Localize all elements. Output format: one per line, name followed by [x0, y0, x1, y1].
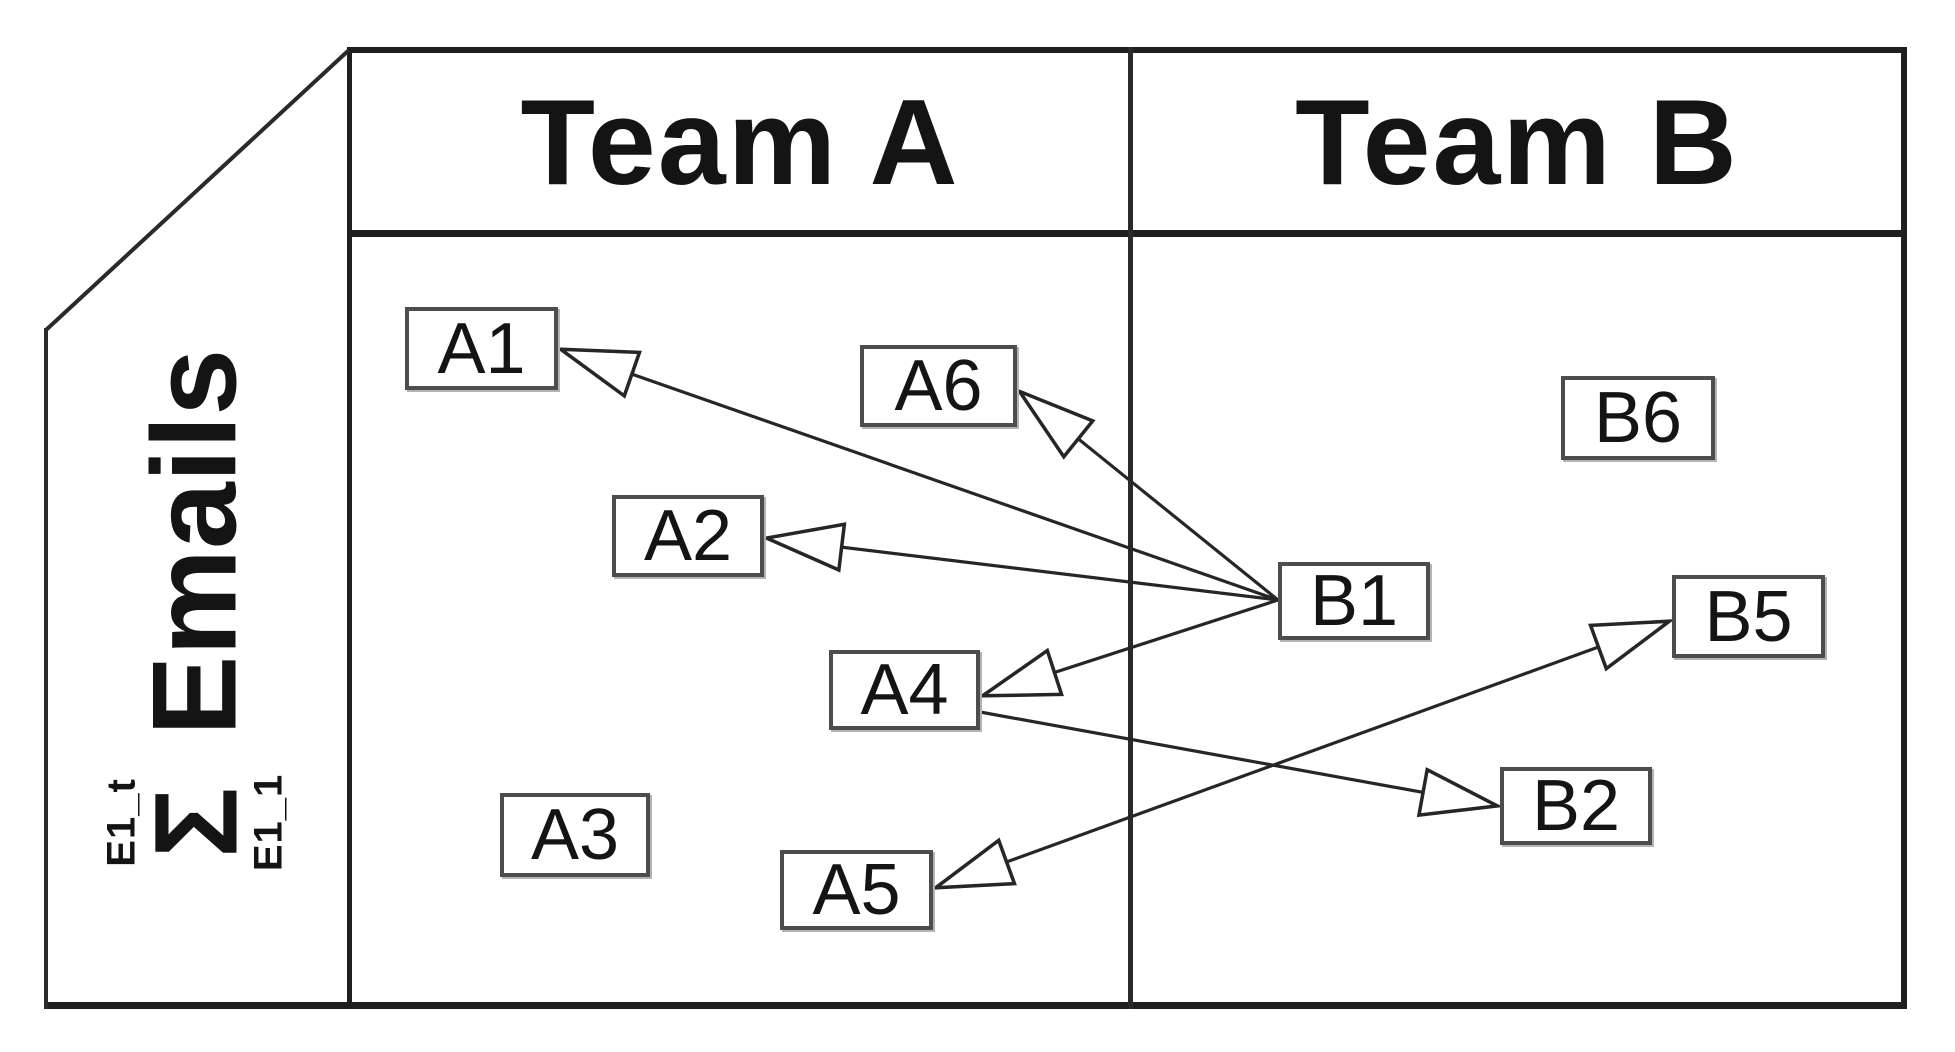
node-label: A6	[894, 346, 983, 426]
edge-B1-A6	[1019, 391, 1280, 602]
node-label: B1	[1309, 561, 1399, 641]
edge-A5-B5	[935, 621, 1670, 888]
table-left-border	[347, 47, 352, 1009]
node-label: B6	[1593, 378, 1683, 458]
node-a5: A5	[780, 850, 933, 930]
node-label: A5	[812, 850, 901, 930]
column-header-team-a: Team A	[520, 73, 960, 210]
node-label: A1	[437, 308, 526, 389]
frame-top-border	[347, 47, 1907, 53]
edge-B1-A1	[560, 349, 1279, 602]
node-a2: A2	[612, 495, 764, 577]
node-b6: B6	[1561, 376, 1715, 460]
frame-bottom-border	[44, 1002, 1907, 1009]
node-b2: B2	[1500, 766, 1652, 846]
node-label: A2	[643, 496, 733, 576]
team-divider-line	[1128, 47, 1133, 1009]
node-a1: A1	[405, 307, 558, 390]
edge-B1-A2	[766, 538, 1279, 602]
node-a4: A4	[829, 650, 980, 730]
node-label: A4	[860, 650, 949, 730]
frame-right-border	[1901, 47, 1907, 1009]
axis-corner-diagonal	[44, 48, 351, 332]
header-separator-line	[347, 230, 1907, 237]
axis-panel-left-border	[44, 328, 48, 1009]
node-label: B2	[1531, 766, 1621, 846]
node-b1: B1	[1278, 561, 1430, 641]
node-label: B5	[1704, 576, 1793, 657]
node-b5: B5	[1672, 575, 1825, 658]
node-label: A3	[530, 795, 620, 875]
node-a3: A3	[500, 793, 650, 877]
node-a6: A6	[860, 345, 1017, 427]
column-header-team-b: Team B	[1295, 73, 1739, 210]
